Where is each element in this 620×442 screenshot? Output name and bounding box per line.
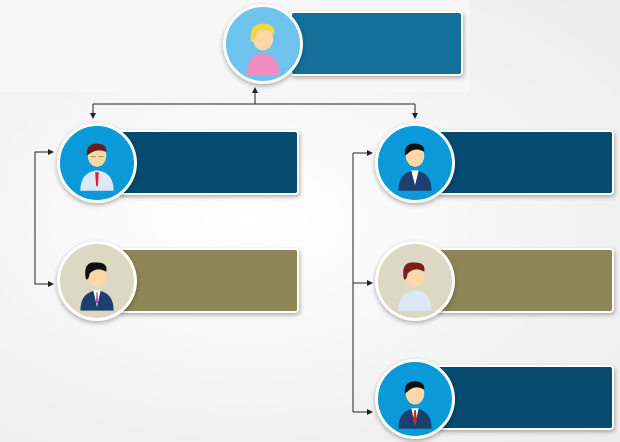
left-bracket bbox=[34, 151, 52, 285]
right-1-card[interactable] bbox=[436, 130, 614, 195]
woman-shirt-icon bbox=[375, 241, 455, 321]
woman-suit-icon bbox=[57, 241, 137, 321]
left-1-card[interactable] bbox=[118, 130, 299, 195]
man-glasses-icon bbox=[57, 123, 137, 203]
man-suit-icon bbox=[375, 123, 455, 203]
left-2-card[interactable] bbox=[118, 248, 299, 313]
manager-card[interactable] bbox=[290, 11, 463, 76]
man-suit-tie-icon bbox=[375, 359, 455, 439]
right-3-card[interactable] bbox=[436, 365, 614, 430]
woman-blonde-icon bbox=[223, 4, 303, 84]
right-2-card[interactable] bbox=[436, 248, 614, 313]
